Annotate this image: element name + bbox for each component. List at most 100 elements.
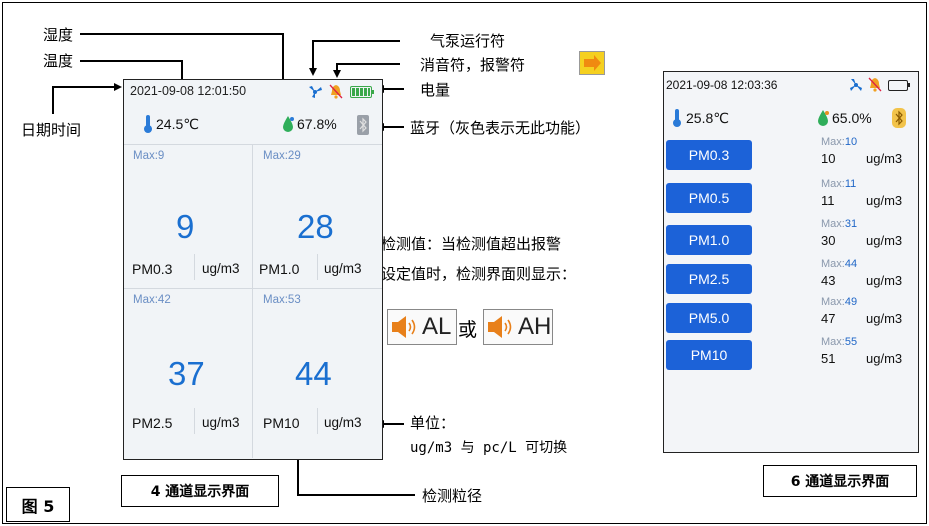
- channel-button-pm03[interactable]: PM0.3: [666, 140, 752, 170]
- row-unit: ug/m3: [866, 351, 903, 366]
- label-4ch: 4 通道显示界面: [121, 475, 279, 507]
- cell-max: Max:42: [133, 294, 171, 306]
- channel-button-pm05[interactable]: PM0.5: [666, 183, 752, 213]
- bluetooth-leader: [382, 126, 404, 128]
- pump-leader-v: [312, 40, 314, 70]
- datetime: 2021-09-08 12:03:36: [666, 78, 778, 92]
- pump-leader: [312, 40, 400, 42]
- row-unit: ug/m3: [866, 151, 903, 166]
- row-value: 10: [821, 151, 836, 166]
- cell-value: 37: [168, 355, 205, 392]
- humidity-leader: [80, 33, 283, 35]
- row-max: Max:11: [821, 178, 857, 190]
- cell-value: 9: [176, 208, 195, 245]
- cell-unit: ug/m3: [324, 415, 362, 430]
- bell-icon: [329, 84, 343, 99]
- bluetooth-icon: [357, 115, 369, 135]
- label-particle: 检测粒径: [422, 487, 483, 505]
- cell-pm-label: PM0.3: [132, 261, 173, 277]
- row-value: 11: [821, 193, 835, 208]
- cell-div: [194, 254, 195, 280]
- cell-pm-label: PM1.0: [259, 261, 300, 277]
- cell-value: 28: [297, 208, 334, 245]
- speaker-icon: [392, 316, 416, 338]
- particle-leader-v: [297, 438, 299, 494]
- label-mute-alarm: 消音符，报警符: [420, 56, 526, 74]
- pump-icon: [850, 79, 862, 91]
- row-max: Max:10: [821, 136, 858, 148]
- battery-icon: [888, 80, 910, 91]
- alarm-high-box: AH: [483, 309, 553, 345]
- pump-arrow: [309, 68, 317, 76]
- datetime-arrow: [114, 83, 122, 91]
- row-max: Max:31: [821, 218, 858, 230]
- row-unit: ug/m3: [866, 193, 903, 208]
- cell-pm-label: PM10: [263, 415, 300, 431]
- pump-icon: [309, 86, 322, 98]
- alarm-symbol-icon: [579, 51, 605, 75]
- row-unit: ug/m3: [866, 233, 903, 248]
- label-datetime: 日期时间: [21, 121, 82, 139]
- label-6ch: 6 通道显示界面: [763, 465, 917, 497]
- label-battery: 电量: [420, 81, 451, 99]
- ah-text: AH: [518, 313, 552, 340]
- cell-div: [317, 408, 318, 434]
- or-text: 或: [458, 319, 478, 341]
- humidity-value: 65.0%: [832, 110, 872, 126]
- label-pump: 气泵运行符: [430, 32, 506, 50]
- particle-leader: [297, 494, 415, 496]
- row-value: 30: [821, 233, 836, 248]
- cell-value: 44: [295, 355, 332, 392]
- cell-max: Max:53: [263, 294, 301, 306]
- cell-div: [317, 254, 318, 280]
- label-unit-desc: ug/m3 与 pc/L 可切换: [410, 440, 568, 456]
- row-max: Max:55: [821, 336, 858, 348]
- row-max: Max:44: [821, 258, 858, 270]
- channel-button-pm10um[interactable]: PM10: [666, 340, 752, 370]
- temperature-leader: [80, 60, 182, 62]
- channel-button-pm25[interactable]: PM2.5: [666, 264, 752, 294]
- humidity-leader-v: [282, 33, 284, 103]
- label-temperature: 温度: [43, 52, 74, 70]
- alarm-low-box: AL: [387, 309, 457, 345]
- channel-button-pm50[interactable]: PM5.0: [666, 303, 752, 333]
- speaker-icon: [488, 316, 512, 338]
- figure-number: 图 5: [6, 487, 70, 522]
- cell-pm-label: PM2.5: [132, 415, 173, 431]
- mute-leader-v: [336, 63, 338, 72]
- battery-leader: [382, 88, 404, 90]
- label-unit-title: 单位：: [410, 414, 456, 432]
- label-bluetooth: 蓝牙（灰色表示无此功能）: [410, 119, 591, 137]
- row-value: 47: [821, 311, 836, 326]
- temperature-value: 24.5℃: [156, 116, 199, 132]
- row-max: Max:49: [821, 296, 858, 308]
- cell-max: Max:9: [133, 150, 165, 162]
- mute-leader: [336, 63, 400, 65]
- humidity-value: 67.8%: [297, 116, 337, 132]
- label-humidity: 湿度: [43, 26, 74, 44]
- device-4ch-screen: 2021-09-08 12:01:50 24.5℃ 67.8% Max:9 9 …: [123, 79, 383, 460]
- datetime-leader: [52, 86, 116, 88]
- row-unit: ug/m3: [866, 273, 903, 288]
- temperature-value: 25.8℃: [686, 110, 729, 126]
- grid-top: [124, 144, 382, 145]
- grid-v: [252, 144, 253, 458]
- unit-leader: [382, 423, 404, 425]
- battery-icon: [350, 86, 374, 98]
- channel-button-pm10[interactable]: PM1.0: [666, 225, 752, 255]
- cell-div: [194, 408, 195, 434]
- detect-text-2: 设定值时，检测界面则显示：: [381, 265, 577, 283]
- row-value: 43: [821, 273, 836, 288]
- row-unit: ug/m3: [866, 311, 903, 326]
- humidity-drop-icon: [818, 110, 829, 126]
- row-value: 51: [821, 351, 836, 366]
- device-6ch-screen: 2021-09-08 12:03:36 25.8℃ 65.0% PM0.3 Ma…: [663, 71, 919, 453]
- datetime-leader-v: [52, 86, 54, 114]
- datetime: 2021-09-08 12:01:50: [130, 84, 247, 98]
- grid-h: [124, 288, 382, 289]
- cell-unit: ug/m3: [202, 415, 240, 430]
- thermometer-icon: [144, 115, 152, 133]
- humidity-drop-icon: [283, 116, 294, 132]
- cell-unit: ug/m3: [202, 261, 240, 276]
- cell-max: Max:29: [263, 150, 301, 162]
